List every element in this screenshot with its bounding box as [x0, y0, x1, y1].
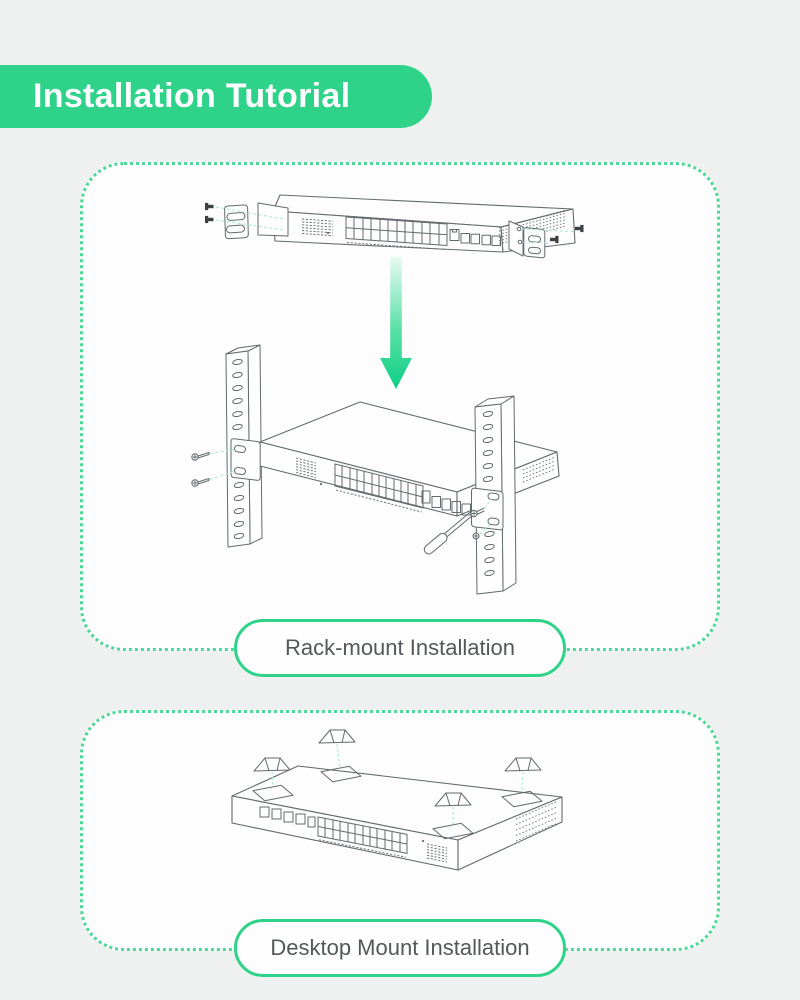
rubber-foot-icon [504, 757, 542, 772]
screw-icon [575, 224, 584, 233]
screw-icon [470, 498, 493, 518]
mounting-bracket-left-icon [224, 202, 289, 240]
rack-mount-section: Rack-mount Installation [80, 162, 720, 677]
screw-icon [205, 202, 214, 211]
screw-icon [191, 469, 237, 487]
rack-install-illustration [191, 344, 560, 595]
page-title-banner: Installation Tutorial [0, 65, 432, 128]
switch-underside-illustration [231, 729, 563, 871]
rack-mount-illustration [191, 194, 584, 595]
screwdriver-icon [423, 511, 474, 555]
desktop-mount-caption-label: Desktop Mount Installation [270, 935, 530, 960]
down-arrow-icon [380, 257, 412, 389]
screw-icon [205, 215, 214, 224]
rubber-foot-icon [253, 757, 291, 772]
desktop-mount-section: Desktop Mount Installation [80, 710, 720, 977]
rack-mount-caption: Rack-mount Installation [234, 619, 566, 677]
page-title: Installation Tutorial [33, 77, 351, 115]
desktop-mount-illustration [231, 729, 563, 871]
desktop-mount-caption: Desktop Mount Installation [234, 919, 566, 977]
switch-with-brackets-illustration [205, 194, 584, 259]
rubber-foot-icon [318, 729, 356, 744]
rack-mount-caption-label: Rack-mount Installation [285, 635, 515, 660]
screw-icon [191, 448, 237, 461]
screw-icon [472, 523, 492, 540]
